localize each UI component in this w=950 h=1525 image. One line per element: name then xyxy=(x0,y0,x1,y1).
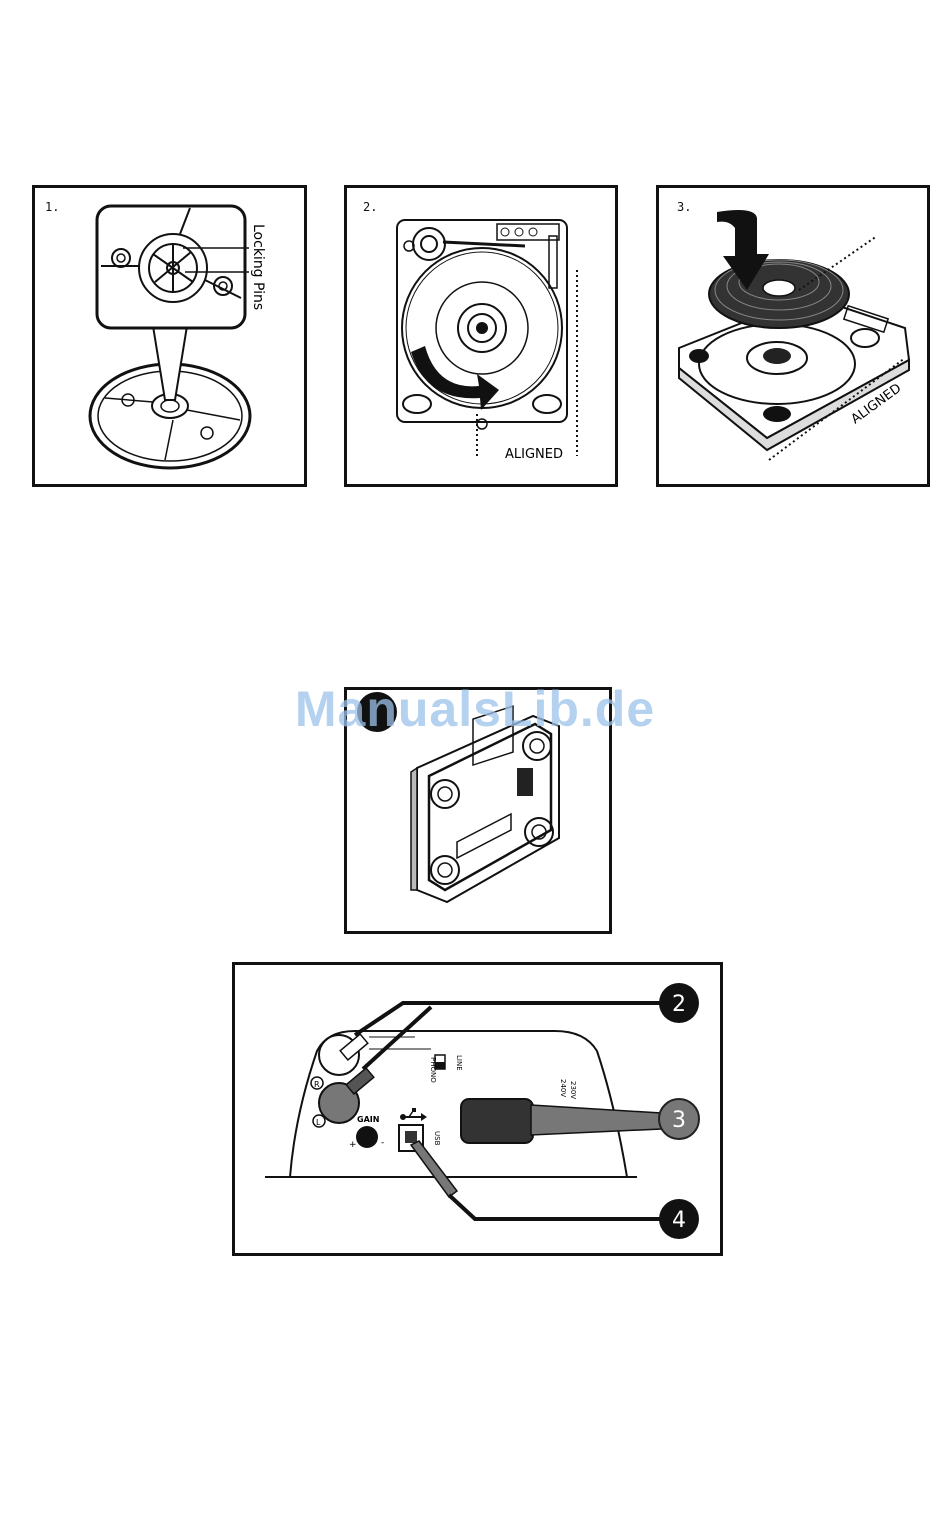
watermark: ManualsLib.de xyxy=(0,680,950,738)
aligned-label-top: ALIGNED xyxy=(505,447,563,462)
locking-pins-label: Locking Pins xyxy=(250,224,266,310)
step-2-panel: 2. ALIGNED xyxy=(344,185,618,487)
usb-label: USB xyxy=(433,1131,441,1146)
line-label: LINE xyxy=(455,1055,463,1071)
phono-label: PHONO xyxy=(429,1057,437,1083)
rear-connections-illustration: R L 2 LINE PHONO GAIN + - USB xyxy=(235,965,720,1253)
gain-knob[interactable] xyxy=(356,1126,378,1148)
platter-underside-illustration: Locking Pins xyxy=(35,188,304,484)
gain-label: GAIN xyxy=(357,1115,379,1124)
usb-icon xyxy=(400,1108,427,1121)
power-connector[interactable] xyxy=(461,1099,533,1143)
gain-plus-label: + xyxy=(349,1140,357,1150)
turntable-perspective-illustration: ALIGNED xyxy=(659,188,927,484)
left-channel-label: L xyxy=(316,1118,321,1127)
callout-3-number: 3 xyxy=(672,1108,686,1133)
rear-connections-panel: R L 2 LINE PHONO GAIN + - USB xyxy=(232,962,723,1256)
v230-label: 230V xyxy=(569,1081,577,1099)
gain-minus-label: - xyxy=(381,1138,384,1148)
step-3-panel: 3. ALIGNED xyxy=(656,185,930,487)
callout-4-number: 4 xyxy=(672,1208,686,1233)
step-1-panel: 1. Locking Pins xyxy=(32,185,307,487)
turntable-top-view-illustration: ALIGNED xyxy=(347,188,615,484)
callout-2-number: 2 xyxy=(672,992,686,1017)
v240-label: 240V xyxy=(559,1079,567,1097)
right-channel-label: R xyxy=(314,1080,320,1089)
